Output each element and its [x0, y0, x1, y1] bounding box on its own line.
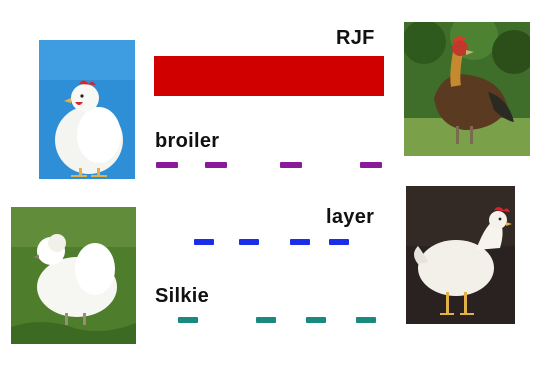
layer-segment — [239, 239, 259, 245]
layer-segment — [290, 239, 310, 245]
silkie-segment — [178, 317, 198, 323]
broiler-segment — [280, 162, 302, 168]
layer-label: layer — [326, 206, 375, 228]
layer-segment — [194, 239, 214, 245]
rjf-label: RJF — [336, 27, 375, 49]
silkie-segment — [356, 317, 376, 323]
rjf-photo — [404, 22, 530, 156]
rjf-bar — [154, 56, 384, 96]
broiler-segment — [360, 162, 382, 168]
broiler-segment — [156, 162, 178, 168]
silkie-photo — [11, 207, 136, 344]
silkie-segment — [306, 317, 326, 323]
broiler-segment — [205, 162, 227, 168]
silkie-segment — [256, 317, 276, 323]
broiler-photo — [39, 40, 135, 179]
silkie-label: Silkie — [155, 285, 210, 307]
layer-segment — [329, 239, 349, 245]
broiler-label: broiler — [155, 130, 220, 152]
layer-photo — [406, 186, 515, 324]
